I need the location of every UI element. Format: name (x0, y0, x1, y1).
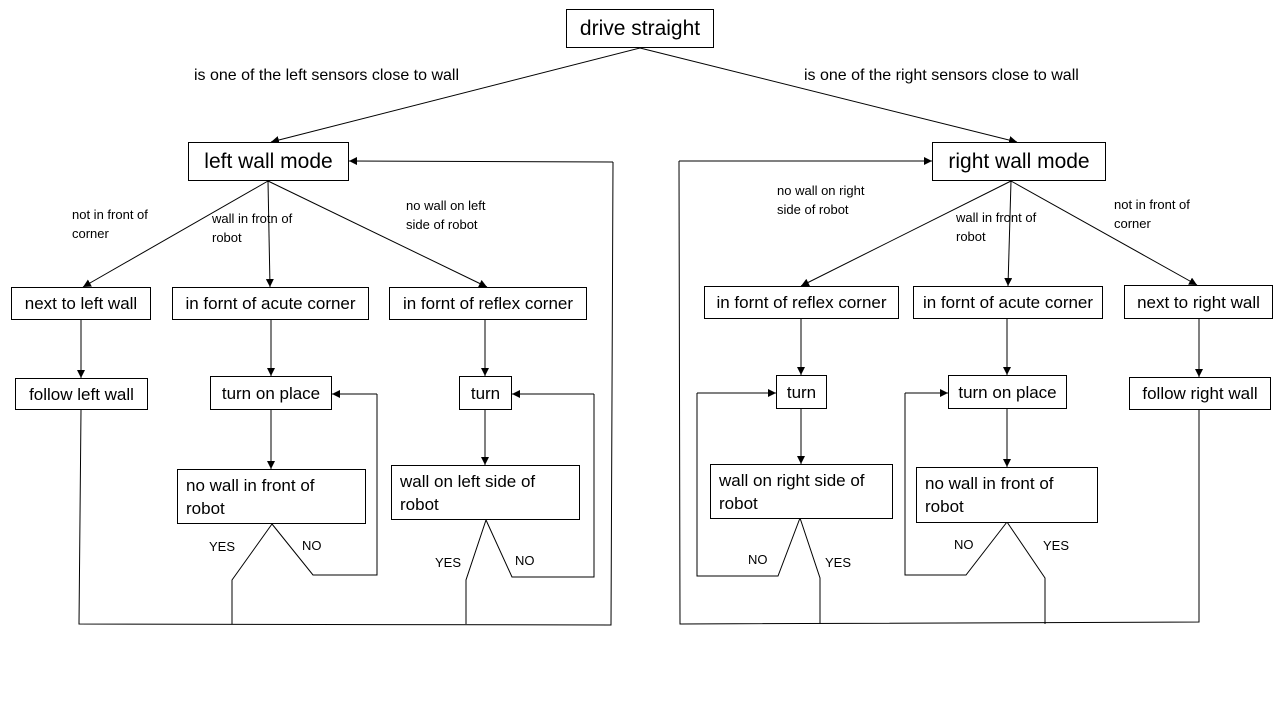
edge-label-left-acute-no: NO (302, 538, 322, 553)
arrow-right-mode-to-next-wall (1010, 180, 1198, 286)
node-follow-left-wall: follow left wall (15, 378, 148, 410)
decision-right-reflex-no (696, 393, 801, 577)
edge-label-right-wall-front: wall in front of robot (956, 210, 1037, 244)
edge-label-right-reflex-no: NO (748, 552, 768, 567)
arrow-return-to-left-mode (348, 157, 614, 166)
node-left-turn-on-place: turn on place (210, 376, 332, 410)
decision-right-acute-no (904, 393, 1008, 576)
node-follow-right-wall: follow right wall (1129, 377, 1271, 410)
arrow-left-mode-to-acute (265, 180, 274, 288)
node-right-wall-right-side: wall on right side of robot (710, 464, 893, 519)
node-right-acute-corner: in fornt of acute corner (913, 286, 1103, 319)
decision-left-reflex-no (485, 394, 595, 578)
decision-left-acute-no (271, 394, 378, 576)
edge-label-right-acute-no: NO (954, 537, 974, 552)
arrow-right-mode-to-reflex (800, 180, 1012, 287)
node-right-no-wall-front: no wall in front of robot (916, 467, 1098, 523)
edge-label-left-wall-front: wall in frotn of robot (212, 211, 293, 245)
node-left-reflex-corner: in fornt of reflex corner (389, 287, 587, 320)
node-left-wall-mode: left wall mode (188, 142, 349, 181)
edge-label-right-no-wall-right: no wall on right side of robot (777, 183, 865, 217)
node-left-no-wall-front: no wall in front of robot (177, 469, 366, 524)
edge-label-left-reflex-yes: YES (435, 555, 462, 570)
arrow-left-mode-to-next-wall (82, 180, 269, 288)
decision-left-acute-yes (231, 523, 273, 624)
node-left-wall-left-side: wall on left side of robot (391, 465, 580, 520)
edge-label-left-sensors: is one of the left sensors close to wall (194, 67, 460, 84)
edge-label-right-reflex-yes: YES (825, 555, 852, 570)
arrow-left-mode-to-reflex (267, 180, 488, 288)
return-path-left (78, 161, 614, 626)
edge-label-right-sensors: is one of the right sensors close to wal… (804, 67, 1079, 84)
node-left-acute-corner: in fornt of acute corner (172, 287, 369, 320)
arrow-start-to-right-mode (639, 47, 1018, 144)
node-right-reflex-corner: in fornt of reflex corner (704, 286, 899, 319)
edge-label-left-no-wall-left: no wall on left side of robot (406, 198, 486, 232)
arrow-right-mode-to-acute (1004, 180, 1013, 287)
edge-label-left-acute-yes: YES (209, 539, 236, 554)
node-next-to-left-wall: next to left wall (11, 287, 151, 320)
edge-label-right-acute-yes: YES (1043, 538, 1070, 553)
node-drive-straight: drive straight (566, 9, 714, 48)
node-right-turn-on-place: turn on place (948, 375, 1067, 409)
return-path-right (678, 160, 1200, 625)
decision-left-reflex-yes (465, 519, 487, 624)
edge-label-left-reflex-no: NO (515, 553, 535, 568)
arrow-start-to-left-mode (270, 47, 641, 144)
decision-right-acute-yes (1006, 521, 1046, 624)
node-right-wall-mode: right wall mode (932, 142, 1106, 181)
node-next-to-right-wall: next to right wall (1124, 285, 1273, 319)
node-left-turn: turn (459, 376, 512, 410)
decision-right-reflex-yes (799, 517, 821, 624)
edge-label-right-not-corner: not in front of corner (1114, 197, 1190, 231)
node-right-turn: turn (776, 375, 827, 409)
edge-label-left-not-corner: not in front of corner (72, 207, 148, 241)
